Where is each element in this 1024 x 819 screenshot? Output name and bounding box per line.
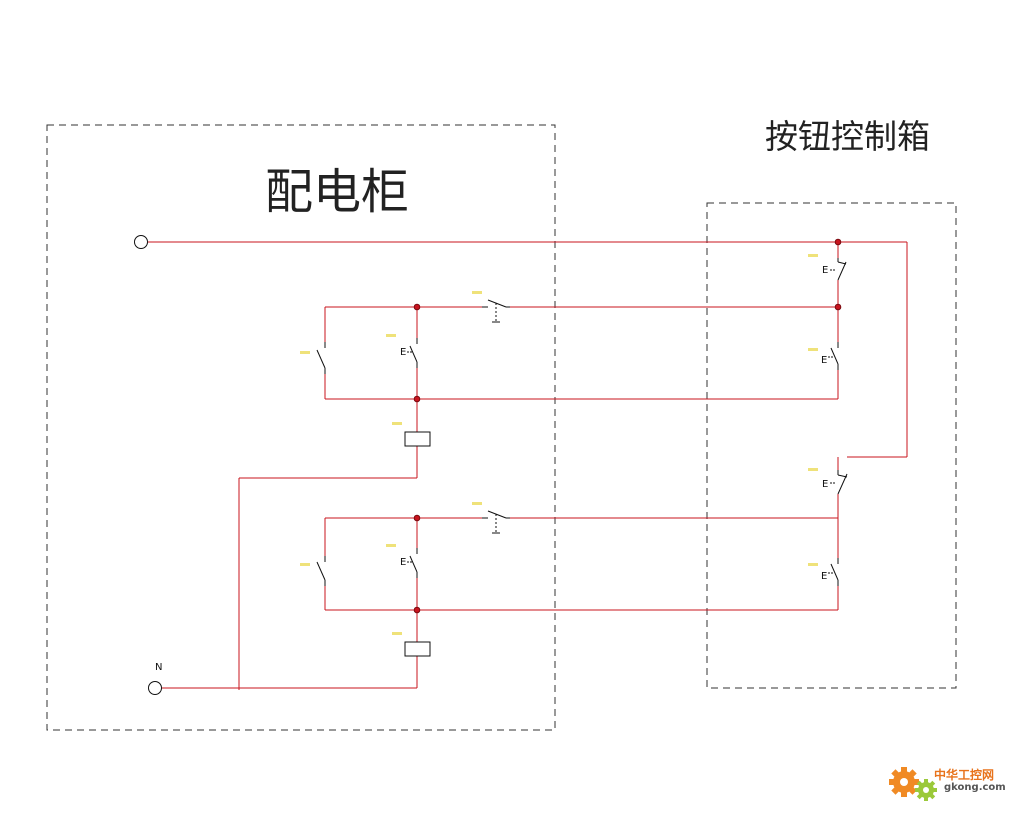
- svg-text:E: E: [821, 355, 827, 366]
- holding-contact-2: [316, 556, 326, 586]
- control-box-start-button-2: E: [821, 558, 839, 586]
- contactor-coil-1: [404, 431, 431, 447]
- watermark-name: 中华工控网: [934, 768, 995, 782]
- gear-icon: [889, 767, 937, 801]
- junction-nodes: [413, 238, 842, 614]
- control-box-start-button-1: E: [821, 342, 839, 370]
- component-tags: [300, 254, 818, 635]
- neutral-terminal: [148, 681, 162, 695]
- wiring: [148, 241, 908, 690]
- distribution-cabinet-frame: [46, 124, 556, 731]
- control-box-stop-button-2: E: [822, 470, 848, 495]
- button-control-box-frame: [706, 202, 957, 689]
- svg-text:E: E: [400, 347, 406, 358]
- interlock-contact-2: [482, 510, 510, 534]
- cabinet-push-button-2: E: [400, 548, 418, 578]
- cabinet-push-button-1: E: [400, 338, 418, 368]
- distribution-cabinet-title: 配电柜: [265, 164, 409, 220]
- button-control-box-title: 按钮控制箱: [765, 117, 930, 156]
- phase-terminal: [134, 235, 148, 249]
- svg-text:E: E: [400, 557, 406, 568]
- holding-contact-1: [316, 342, 326, 374]
- gkong-watermark: 中华工控网 gkong.com: [884, 758, 1014, 808]
- control-box-stop-button-1: E: [822, 258, 847, 281]
- svg-text:E: E: [822, 265, 828, 276]
- contactor-coil-2: [404, 641, 431, 657]
- neutral-terminal-label: N: [155, 662, 162, 673]
- watermark-domain: gkong.com: [944, 782, 1006, 793]
- interlock-contact-1: [482, 299, 510, 323]
- svg-text:E: E: [822, 479, 828, 490]
- svg-text:E: E: [821, 571, 827, 582]
